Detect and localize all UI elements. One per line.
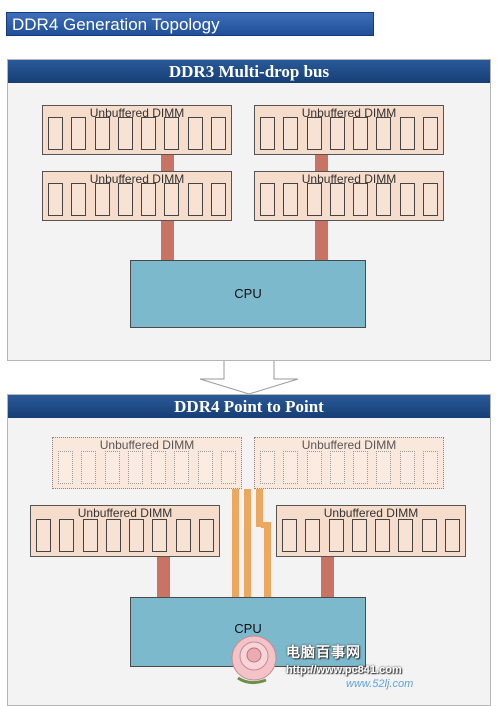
ddr4-dimm: Unbuffered DIMM: [30, 505, 220, 557]
dram-chips: [260, 451, 438, 484]
ddr4-header: DDR4 Point to Point: [8, 395, 490, 418]
dimm-label: Unbuffered DIMM: [301, 106, 397, 120]
dimm-label: Unbuffered DIMM: [77, 506, 173, 520]
ddr4-trace-top-left: [232, 489, 239, 599]
watermark-url: http://www.pc841.com: [286, 664, 402, 676]
dimm-label: Unbuffered DIMM: [89, 172, 185, 186]
ddr3-dimm: Unbuffered DIMM: [42, 105, 232, 155]
ddr3-dimm: Unbuffered DIMM: [254, 171, 444, 221]
cpu-label: CPU: [234, 621, 262, 636]
page-title: DDR4 Generation Topology: [6, 12, 374, 36]
dram-chips: [48, 183, 226, 216]
watermark-site-name: 电脑百事网: [286, 644, 361, 660]
ddr3-dimm: Unbuffered DIMM: [254, 105, 444, 155]
ddr4-trace-top-right: [256, 489, 263, 527]
dimm-label: Unbuffered DIMM: [99, 438, 195, 452]
dram-chips: [282, 519, 460, 552]
dram-chips: [260, 183, 438, 216]
dram-chips: [36, 519, 214, 552]
dimm-label: Unbuffered DIMM: [323, 506, 419, 520]
dimm-label: Unbuffered DIMM: [301, 172, 397, 186]
dram-chips: [58, 451, 236, 484]
dimm-label: Unbuffered DIMM: [89, 106, 185, 120]
watermark: 电脑百事网 http://www.pc841.com www.52lj.com: [226, 624, 496, 704]
dimm-label: Unbuffered DIMM: [301, 438, 397, 452]
transition-arrow-icon: [199, 361, 299, 395]
ddr4-dimm: Unbuffered DIMM: [52, 437, 242, 489]
ddr4-trace-top-right: [264, 522, 271, 599]
ddr3-header: DDR3 Multi-drop bus: [8, 60, 490, 83]
watermark-url-secondary: www.52lj.com: [346, 678, 414, 690]
cpu-label: CPU: [234, 286, 262, 301]
rose-logo-icon: [231, 635, 277, 685]
ddr4-dimm: Unbuffered DIMM: [254, 437, 444, 489]
ddr3-panel: DDR3 Multi-drop bus Unbuffered DIMM Unbu…: [7, 59, 491, 361]
ddr4-panel: DDR4 Point to Point Unbuffered DIMM Unbu…: [7, 394, 491, 706]
ddr4-dimm: Unbuffered DIMM: [276, 505, 466, 557]
dram-chips: [48, 117, 226, 150]
ddr4-trace-right: [321, 555, 334, 599]
ddr3-cpu: CPU: [130, 260, 366, 328]
dram-chips: [260, 117, 438, 150]
ddr4-trace-left: [157, 555, 170, 599]
ddr3-dimm: Unbuffered DIMM: [42, 171, 232, 221]
ddr4-trace-top-left: [244, 489, 251, 599]
